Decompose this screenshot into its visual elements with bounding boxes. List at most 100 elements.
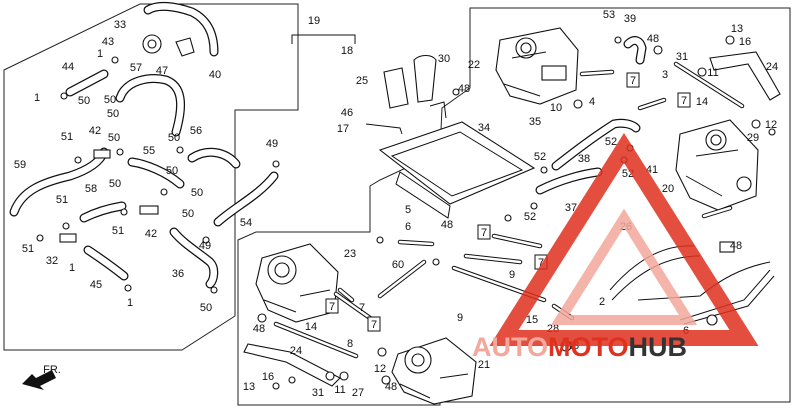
- callout-number: 32: [46, 255, 58, 267]
- callout-number: 43: [102, 36, 114, 48]
- callout-number: 55: [143, 145, 155, 157]
- callout-number: 22: [468, 59, 480, 71]
- boxed-callout-frame: [677, 92, 691, 108]
- callout-number: 40: [209, 69, 221, 81]
- callout-number: 38: [578, 153, 590, 165]
- callout-number: 23: [344, 248, 356, 260]
- callout-number: 29: [747, 132, 759, 144]
- callout-number: 39: [624, 13, 636, 25]
- callout-number: 14: [696, 96, 708, 108]
- callout-number: 50: [166, 165, 178, 177]
- boxed-callout-number: 7: [630, 75, 636, 87]
- callout-number: 31: [312, 387, 324, 399]
- callout-number: 50: [108, 132, 120, 144]
- callout-number: 36: [172, 268, 184, 280]
- boxed-callout-number: 7: [538, 257, 544, 269]
- callout-number: 60: [392, 259, 404, 271]
- watermark-brand-part3: HUB: [629, 332, 688, 362]
- callout-number: 15: [526, 314, 538, 326]
- boxed-callout-frame: [367, 316, 381, 332]
- diagram-frames: [3, 3, 791, 406]
- callout-number: 30: [438, 53, 450, 65]
- callout-number: 48: [458, 83, 470, 95]
- boxed-callout-frame: [626, 72, 640, 88]
- automotohub-watermark: AUTOMOTOHUB: [472, 133, 759, 362]
- parts-middle-section: [365, 36, 647, 219]
- callout-number: 59: [14, 159, 26, 171]
- callout-number: 52: [534, 151, 546, 163]
- callout-number: 21: [478, 359, 490, 371]
- callout-number: 56: [190, 125, 202, 137]
- callout-number: 47: [156, 65, 168, 77]
- callout-number: 34: [478, 122, 490, 134]
- callout-number: 7: [359, 302, 365, 314]
- callout-number: 11: [707, 67, 718, 79]
- carburetor-21: [391, 337, 477, 405]
- watermark-brand-part1: AUTO: [472, 332, 548, 362]
- callout-number: 13: [731, 23, 743, 35]
- callout-number: FR.: [43, 364, 61, 376]
- boxed-callout-frame: [477, 224, 491, 240]
- fittings-left-section: [36, 34, 280, 294]
- callout-number: 53: [603, 9, 615, 21]
- callout-number: 46: [341, 107, 353, 119]
- boxed-callout-number: 7: [329, 301, 335, 313]
- callout-number: 52: [524, 211, 536, 223]
- callout-number: 50: [191, 187, 203, 199]
- callout-number: 44: [62, 61, 74, 73]
- callout-number: 42: [89, 125, 101, 137]
- callout-number: 42: [145, 228, 157, 240]
- callout-number: 27: [352, 387, 364, 399]
- callout-number: 51: [22, 243, 34, 255]
- boxed-callout-number: 7: [681, 95, 687, 107]
- callout-number: 50: [182, 208, 194, 220]
- callout-number: 49: [266, 138, 278, 150]
- callout-number: 48: [253, 323, 265, 335]
- callout-number: 16: [262, 371, 274, 383]
- callout-number: 52: [605, 136, 617, 148]
- callout-number: 58: [85, 183, 97, 195]
- callout-number: 2: [599, 296, 605, 308]
- callout-number: 51: [61, 131, 73, 143]
- boxed-callout-frame: [325, 298, 339, 314]
- carburetor-20: [675, 119, 759, 211]
- callout-number: 5: [405, 204, 411, 216]
- callout-number: 57: [130, 62, 142, 74]
- watermark-brand-part2: MOTO: [548, 332, 629, 362]
- callout-number: 19: [308, 15, 320, 27]
- carburetor-22: [495, 27, 579, 105]
- callout-number: 11: [334, 384, 345, 396]
- callout-number: 12: [765, 119, 777, 131]
- callout-number: 51: [56, 194, 68, 206]
- callout-number: 50: [104, 94, 116, 106]
- callout-number: 35: [529, 116, 541, 128]
- callout-number: 9: [509, 269, 515, 281]
- callout-number: 48: [647, 33, 659, 45]
- callout-number: 14: [305, 321, 317, 333]
- callout-number: 50: [107, 108, 119, 120]
- boxed-callout-number: 7: [371, 319, 377, 331]
- callout-number: 17: [337, 123, 349, 135]
- callout-number: 54: [240, 217, 252, 229]
- callout-number: 49: [199, 240, 211, 252]
- callout-number: 20: [662, 183, 674, 195]
- linkage-stays: [243, 51, 781, 387]
- callout-number: 9: [457, 312, 463, 324]
- callout-number: 31: [676, 51, 688, 63]
- callout-number: 48: [441, 219, 453, 231]
- callout-number: 1: [97, 48, 103, 60]
- callout-number: 33: [114, 19, 126, 31]
- hoses-left-section: [9, 1, 279, 289]
- callout-number: 50: [168, 132, 180, 144]
- callout-number: 37: [565, 202, 577, 214]
- callout-number: 24: [766, 61, 778, 73]
- front-direction-arrow: [22, 370, 56, 390]
- callout-number: 48: [385, 381, 397, 393]
- watermark-logo-triangle: [489, 133, 759, 346]
- svg-text:AUTOMOTOHUB: AUTOMOTOHUB: [472, 332, 687, 362]
- callout-number: 1: [34, 92, 40, 104]
- boxed-callout-number: 7: [481, 227, 487, 239]
- callout-number: 3: [662, 69, 668, 81]
